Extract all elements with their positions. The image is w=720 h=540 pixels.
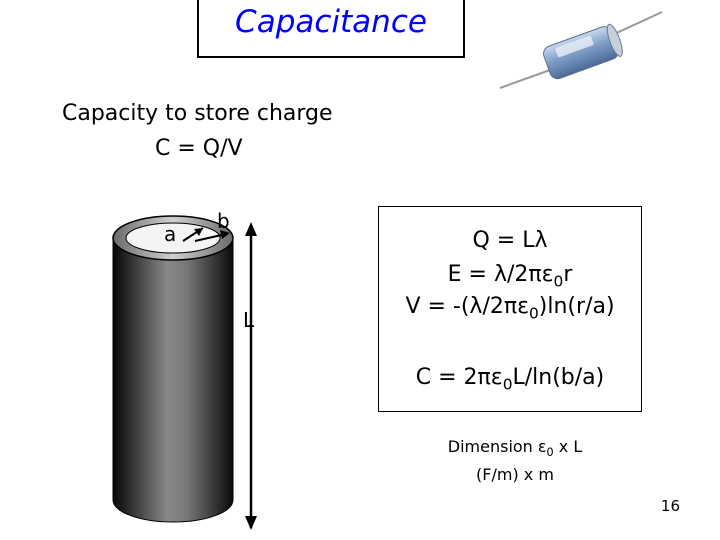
radius-a-arrowhead <box>194 228 203 236</box>
cylinder-diagram <box>112 215 257 530</box>
slide-title: Capacitance <box>235 4 427 40</box>
title-box <box>197 0 465 58</box>
length-arrowhead-top <box>245 222 257 236</box>
equation-charge: Q = Lλ <box>472 228 548 253</box>
capacitor-lead-left <box>499 69 551 89</box>
dimension-units: (F/m) x m <box>476 465 554 484</box>
equation-capacitance: C = 2πε0L/ln(b/a) <box>415 365 605 394</box>
page-number: 16 <box>660 497 680 515</box>
equations-box <box>378 206 642 412</box>
capacity-line: Capacity to store charge <box>62 101 333 126</box>
label-a: a <box>164 222 177 246</box>
capacitor-lead-right <box>609 11 663 37</box>
radius-b-arrow <box>194 233 227 242</box>
label-b: b <box>217 209 230 233</box>
radius-b-arrowhead <box>220 230 230 239</box>
label-length: L <box>243 308 255 332</box>
equation-field: E = λ/2πε0r <box>447 262 573 291</box>
equation-potential: V = -(λ/2πε0)ln(r/a) <box>405 294 615 323</box>
capacitor-photo <box>499 11 663 89</box>
dimension-line: Dimension ε0 x L <box>447 437 583 460</box>
definition-line: C = Q/V <box>155 136 243 161</box>
capacitor-body <box>543 23 623 80</box>
length-arrowhead-bottom <box>245 516 257 530</box>
outer-cylinder <box>112 237 234 523</box>
